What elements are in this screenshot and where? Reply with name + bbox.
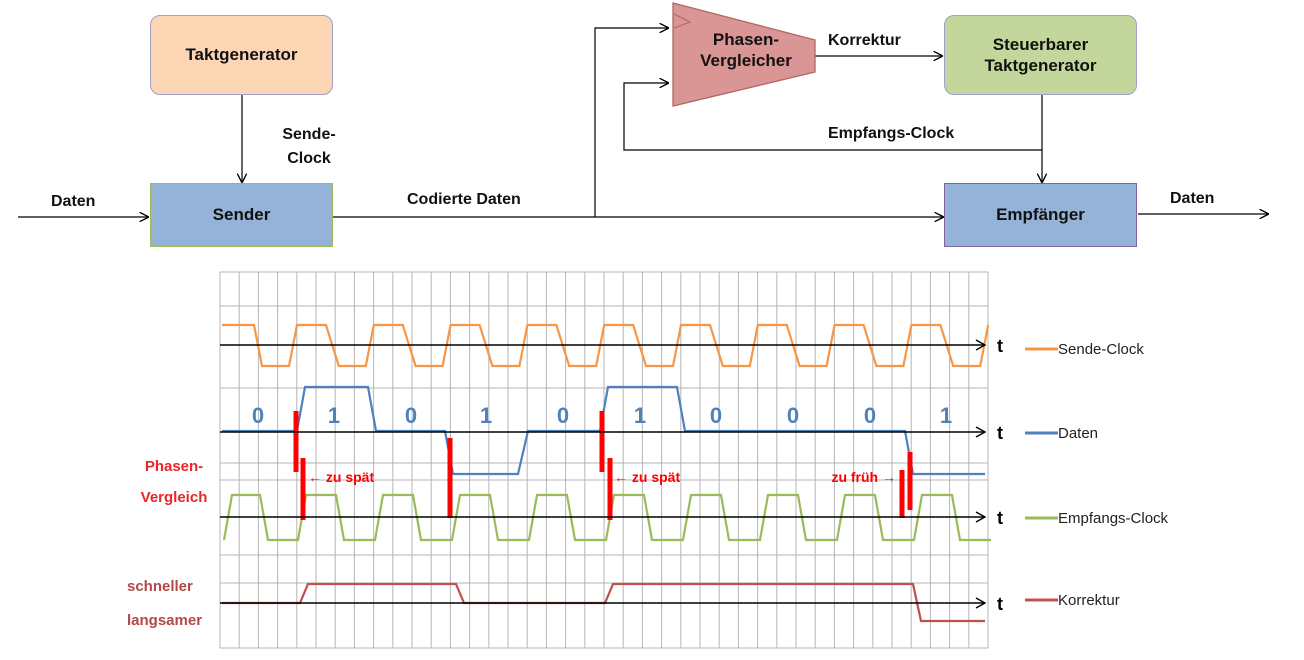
- clock-generator-label: Taktgenerator: [185, 45, 298, 65]
- comparator-label-line1: Phasen-: [712, 29, 780, 49]
- data-bit-label: 0: [252, 403, 264, 428]
- phase-comparator-box: Phasen- Vergleicher: [690, 22, 802, 78]
- comparator-input-mark: [673, 13, 692, 29]
- data-to-comparator: [594, 28, 668, 217]
- phase-compare-line1: Phasen-: [144, 458, 204, 475]
- sender-label: Sender: [212, 205, 271, 225]
- receive-clock-feedback: [623, 83, 1042, 151]
- data-bit-label: 0: [787, 403, 799, 428]
- comparator-label-line2: Vergleicher: [700, 51, 792, 70]
- phase-annotation: ← zu spät: [614, 469, 680, 485]
- time-axis-arrowhead: [975, 339, 987, 351]
- data-bit-label: 0: [864, 403, 876, 428]
- data-wave: [222, 385, 985, 476]
- legend-label: Sende-Clock: [1058, 341, 1144, 358]
- phase-annotation: zu früh →: [831, 469, 896, 485]
- data-bit-label: 0: [557, 403, 569, 428]
- correction-label: Korrektur: [828, 32, 901, 49]
- timing-grid: [219, 271, 989, 649]
- legend-label: Empfangs-Clock: [1058, 510, 1169, 527]
- send-clock-label-line2: Clock: [287, 150, 331, 168]
- output-data-label: Daten: [1170, 190, 1215, 207]
- phase-annotation: ← zu spät: [308, 469, 374, 485]
- legend-label: Daten: [1058, 425, 1098, 442]
- data-bit-label: 0: [710, 403, 722, 428]
- receive-clock-label: Empfangs-Clock: [828, 125, 955, 142]
- timing-texts: t t t t 0 1 0 1 0 1 0 0 0 1 ← zu spät ← zu spät zu früh …: [252, 336, 1169, 614]
- receive-clock-wave: [222, 493, 991, 542]
- data-bit-label: 0: [405, 403, 417, 428]
- controlled-clock-label-line1: Steuerbarer: [992, 34, 1089, 54]
- time-axis-label: t: [997, 594, 1003, 614]
- time-axis-arrowhead: [975, 597, 987, 609]
- receiver-label: Empfänger: [996, 205, 1085, 225]
- encoded-data-label: Codierte Daten: [407, 191, 521, 208]
- clock-generator-box: Taktgenerator: [150, 15, 333, 95]
- sender-box: Sender: [150, 183, 333, 247]
- data-bit-label: 1: [480, 403, 492, 428]
- send-clock-label-line1: Sende-: [282, 126, 336, 143]
- time-axis-label: t: [997, 336, 1003, 356]
- time-axis-label: t: [997, 423, 1003, 443]
- data-bit-label: 1: [940, 403, 952, 428]
- time-axis-label: t: [997, 508, 1003, 528]
- phase-compare-line2: Vergleich: [140, 489, 208, 506]
- faster-label: schneller: [127, 578, 193, 595]
- time-axis-arrowhead: [975, 426, 987, 438]
- input-data-label: Daten: [51, 193, 96, 210]
- time-axes: [220, 339, 987, 609]
- time-axis-arrowhead: [975, 511, 987, 523]
- phase-compare-label: Phasen- Vergleich: [141, 458, 208, 507]
- controlled-clock-generator-box: Steuerbarer Taktgenerator: [944, 15, 1137, 95]
- phase-comparator-shape: [672, 2, 816, 107]
- data-bit-label: 1: [634, 403, 646, 428]
- send-clock-wave: [222, 323, 990, 368]
- phase-markers: [293, 411, 913, 520]
- receiver-box: Empfänger: [944, 183, 1137, 247]
- legend-label: Korrektur: [1058, 592, 1120, 609]
- send-clock-label: Sende- Clock: [282, 125, 335, 168]
- data-bit-label: 1: [328, 403, 340, 428]
- controlled-clock-label-line2: Taktgenerator: [984, 56, 1097, 75]
- slower-label: langsamer: [127, 612, 203, 629]
